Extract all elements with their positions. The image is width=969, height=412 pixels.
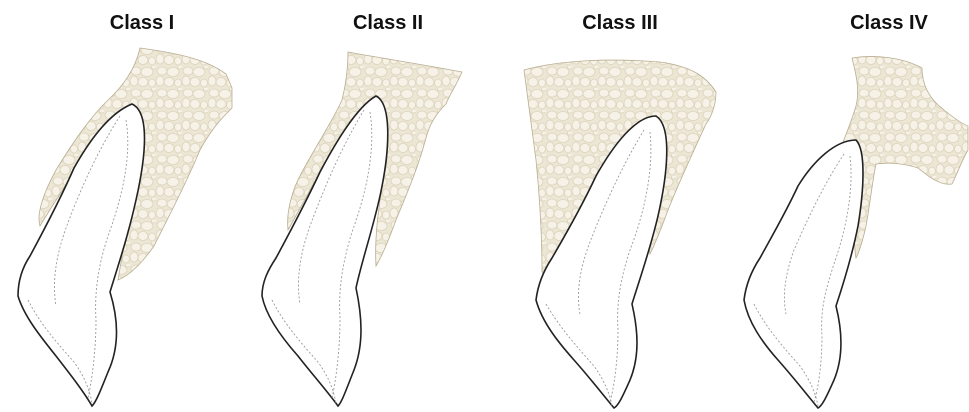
panel-class-3 [524, 60, 716, 408]
panel-class-2 [262, 52, 462, 406]
panel-class-4 [744, 56, 968, 408]
tooth-class-4 [744, 140, 863, 408]
panel-class-1 [18, 48, 232, 406]
